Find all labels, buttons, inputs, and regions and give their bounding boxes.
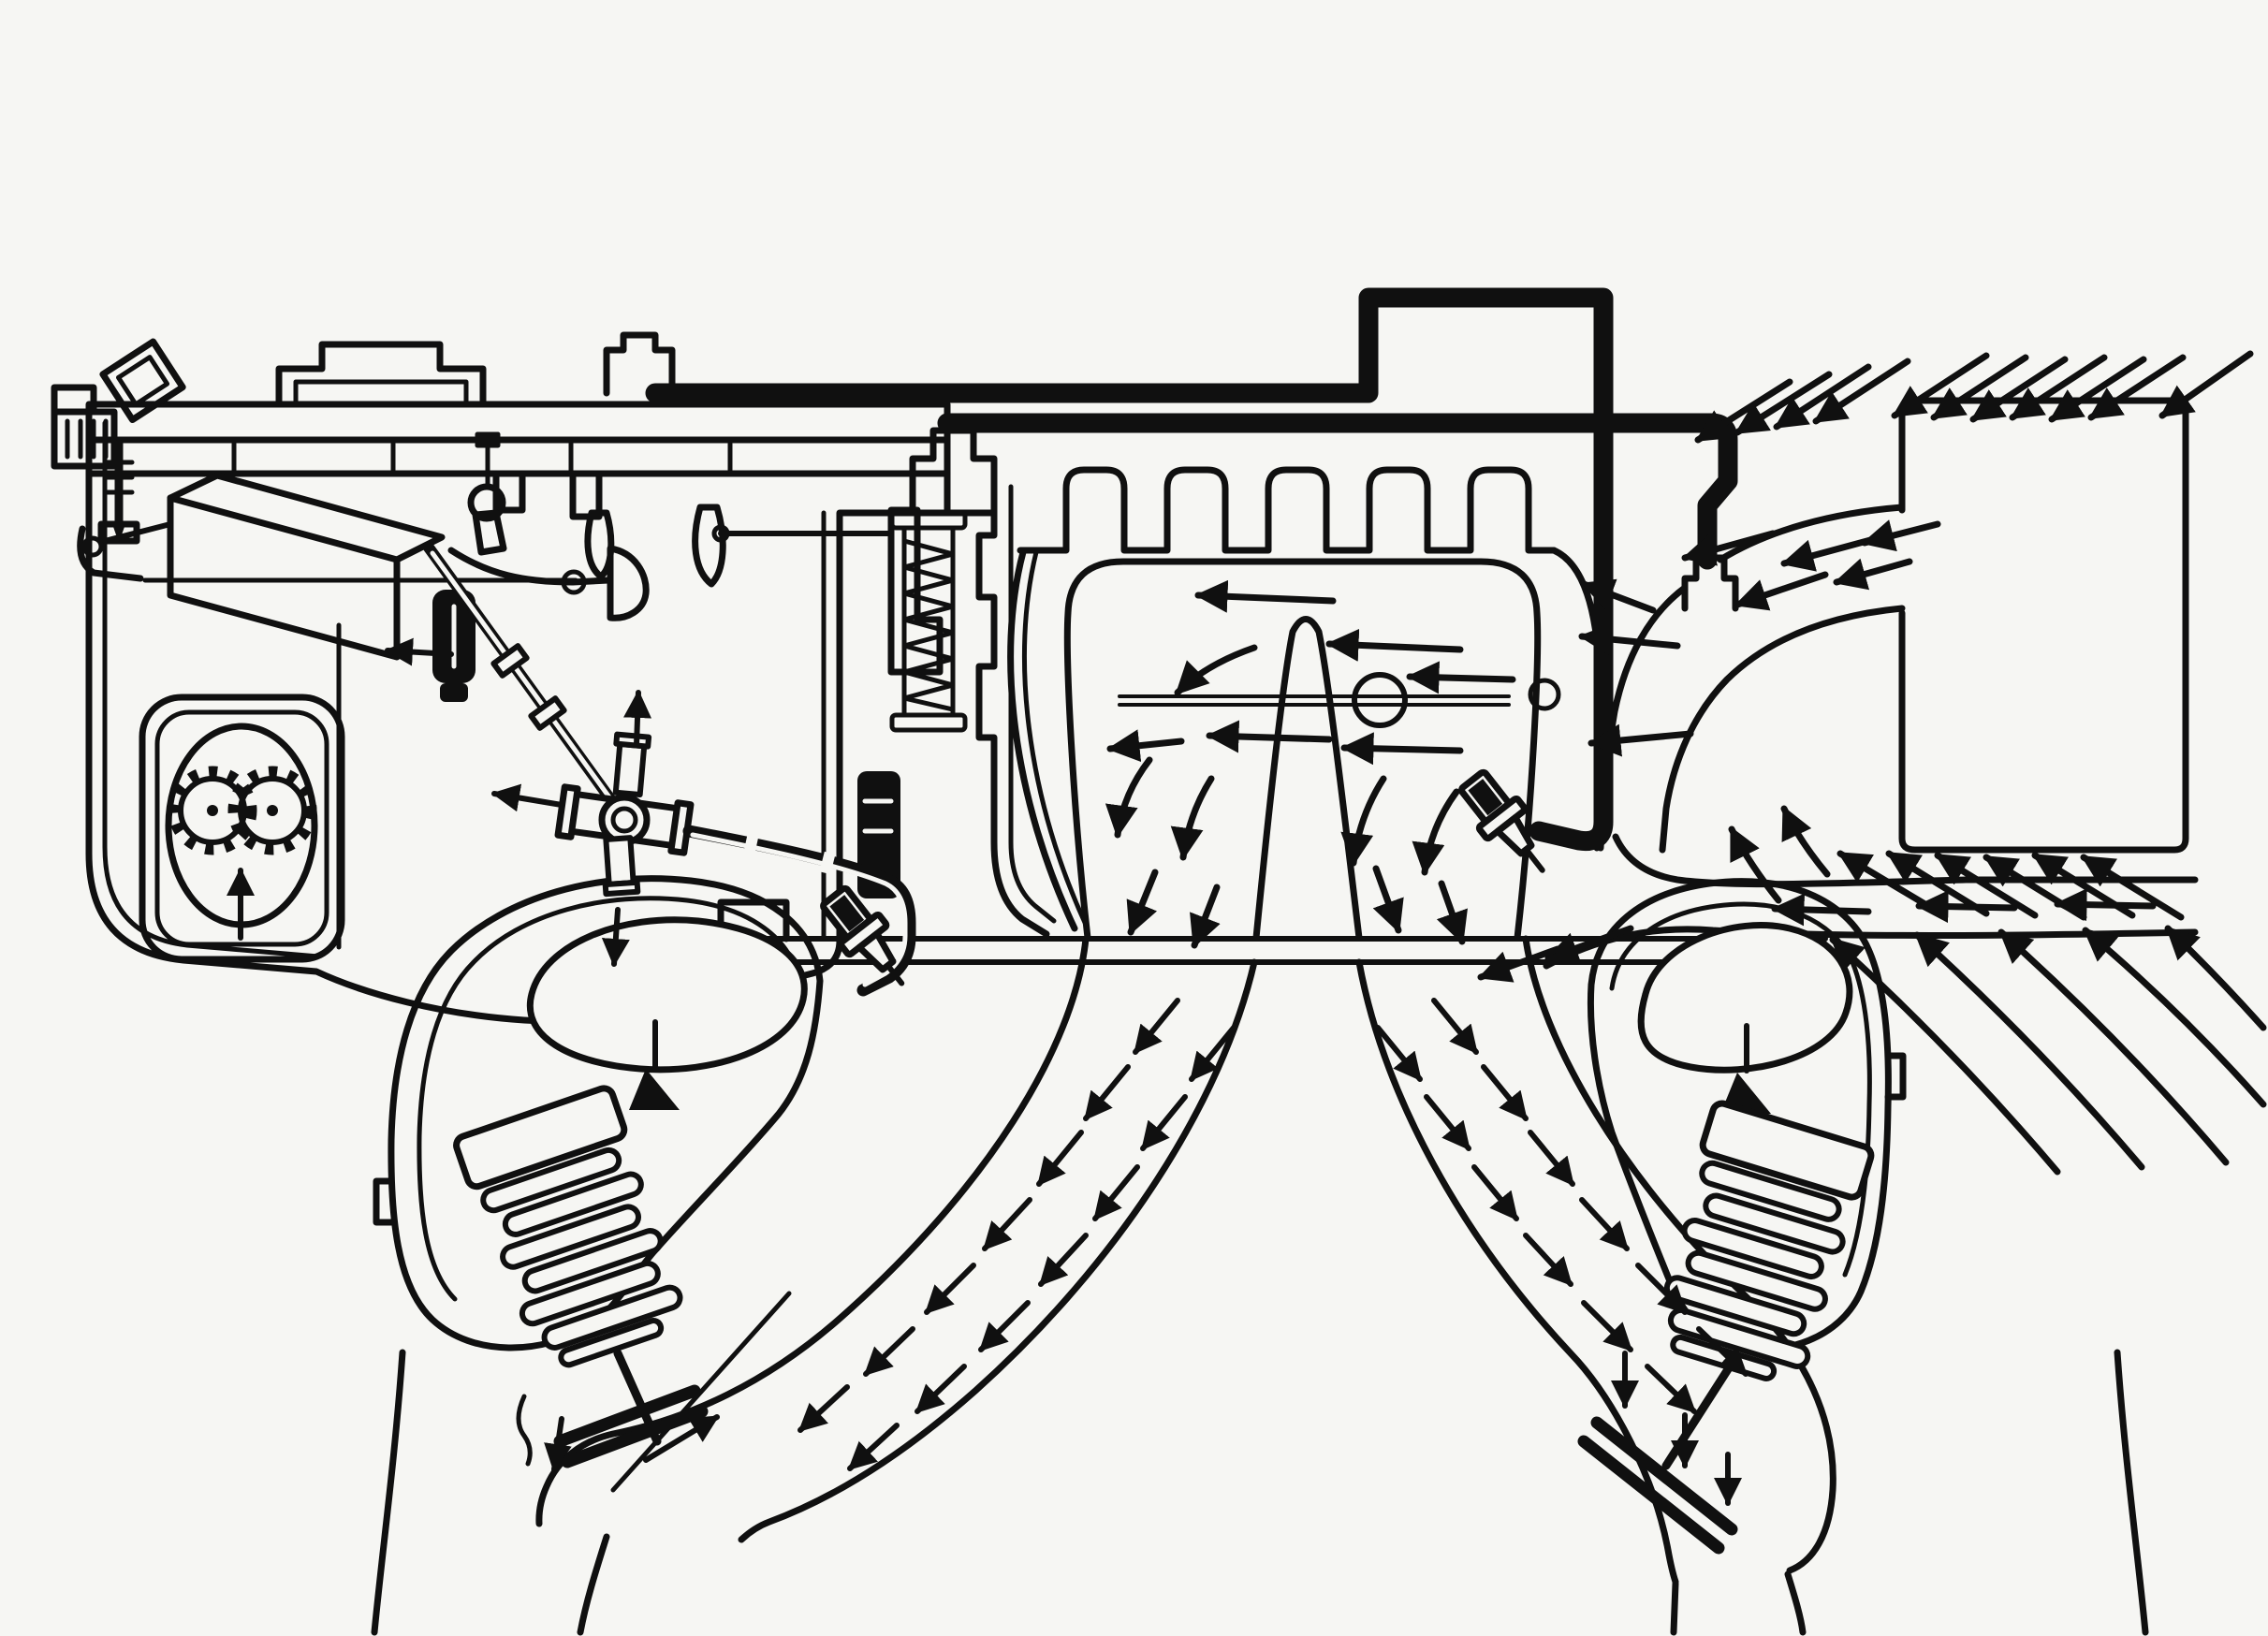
plenum-fins [1017, 466, 1558, 554]
fuel-meter-assembly [51, 331, 951, 1025]
right-fuel-nozzle [1458, 768, 1545, 873]
air-horn-deck-lines [85, 436, 951, 477]
airflow-arrows [544, 350, 2267, 1506]
center-cap-inner [293, 379, 469, 405]
left-intake-runner [516, 935, 1258, 1543]
right-cylinder-lines [1670, 1349, 2149, 1636]
fuel-line-start-fitting [603, 331, 676, 397]
cross-arrow-down [601, 907, 630, 967]
wall-bolt [1528, 678, 1561, 711]
metering-dark-parts [432, 590, 900, 898]
plenum-cavity [1063, 558, 1542, 942]
distribution-cross [423, 542, 695, 967]
air-cleaner-box [1898, 397, 2189, 854]
left-fuel-nozzle [820, 884, 905, 986]
funnel-left-wall-outer [1007, 548, 1078, 932]
metering-linkage [447, 431, 944, 676]
tilted-inlet-fitting [99, 338, 186, 424]
left-cylinder-lines [371, 1349, 610, 1636]
upper-duct-bottom-wall [1659, 605, 1906, 854]
funnel-left-wall-inner [1022, 549, 1089, 928]
upper-duct-top-wall [1717, 504, 1906, 563]
center-cap [275, 341, 487, 406]
meter-body-inner-wall [102, 420, 321, 959]
port-lip [516, 1394, 533, 1467]
mount-wall-outer [975, 483, 1050, 938]
bowl-fuel-arrow [385, 637, 454, 666]
mount-wall-inner [1008, 484, 1057, 924]
fuel-float [77, 472, 446, 661]
cross-arrow-left [491, 783, 564, 812]
right-rocker-arm [1637, 922, 1853, 1114]
right-valve-spring [1663, 1100, 1875, 1381]
gear-pump [139, 694, 345, 963]
nozzle-feed-pipe [682, 825, 916, 997]
float-needle-valve [97, 439, 140, 545]
gasket-ticks [231, 441, 733, 475]
throttle-plate [1118, 672, 1511, 728]
bellows-diaphragm [889, 427, 1057, 938]
hanging-tabs [492, 470, 603, 520]
inlet-filter [51, 384, 118, 470]
ram-splitter-spike [1252, 616, 1363, 942]
left-rocker-arm [526, 916, 808, 1110]
left-pushrod-line [610, 1291, 792, 1493]
fuel-line-upper [645, 287, 1614, 852]
bellows-coils [901, 538, 956, 712]
cross-arrow-up [623, 690, 652, 748]
left-intake-valve [553, 1349, 709, 1468]
left-valve-spring [453, 1085, 683, 1368]
